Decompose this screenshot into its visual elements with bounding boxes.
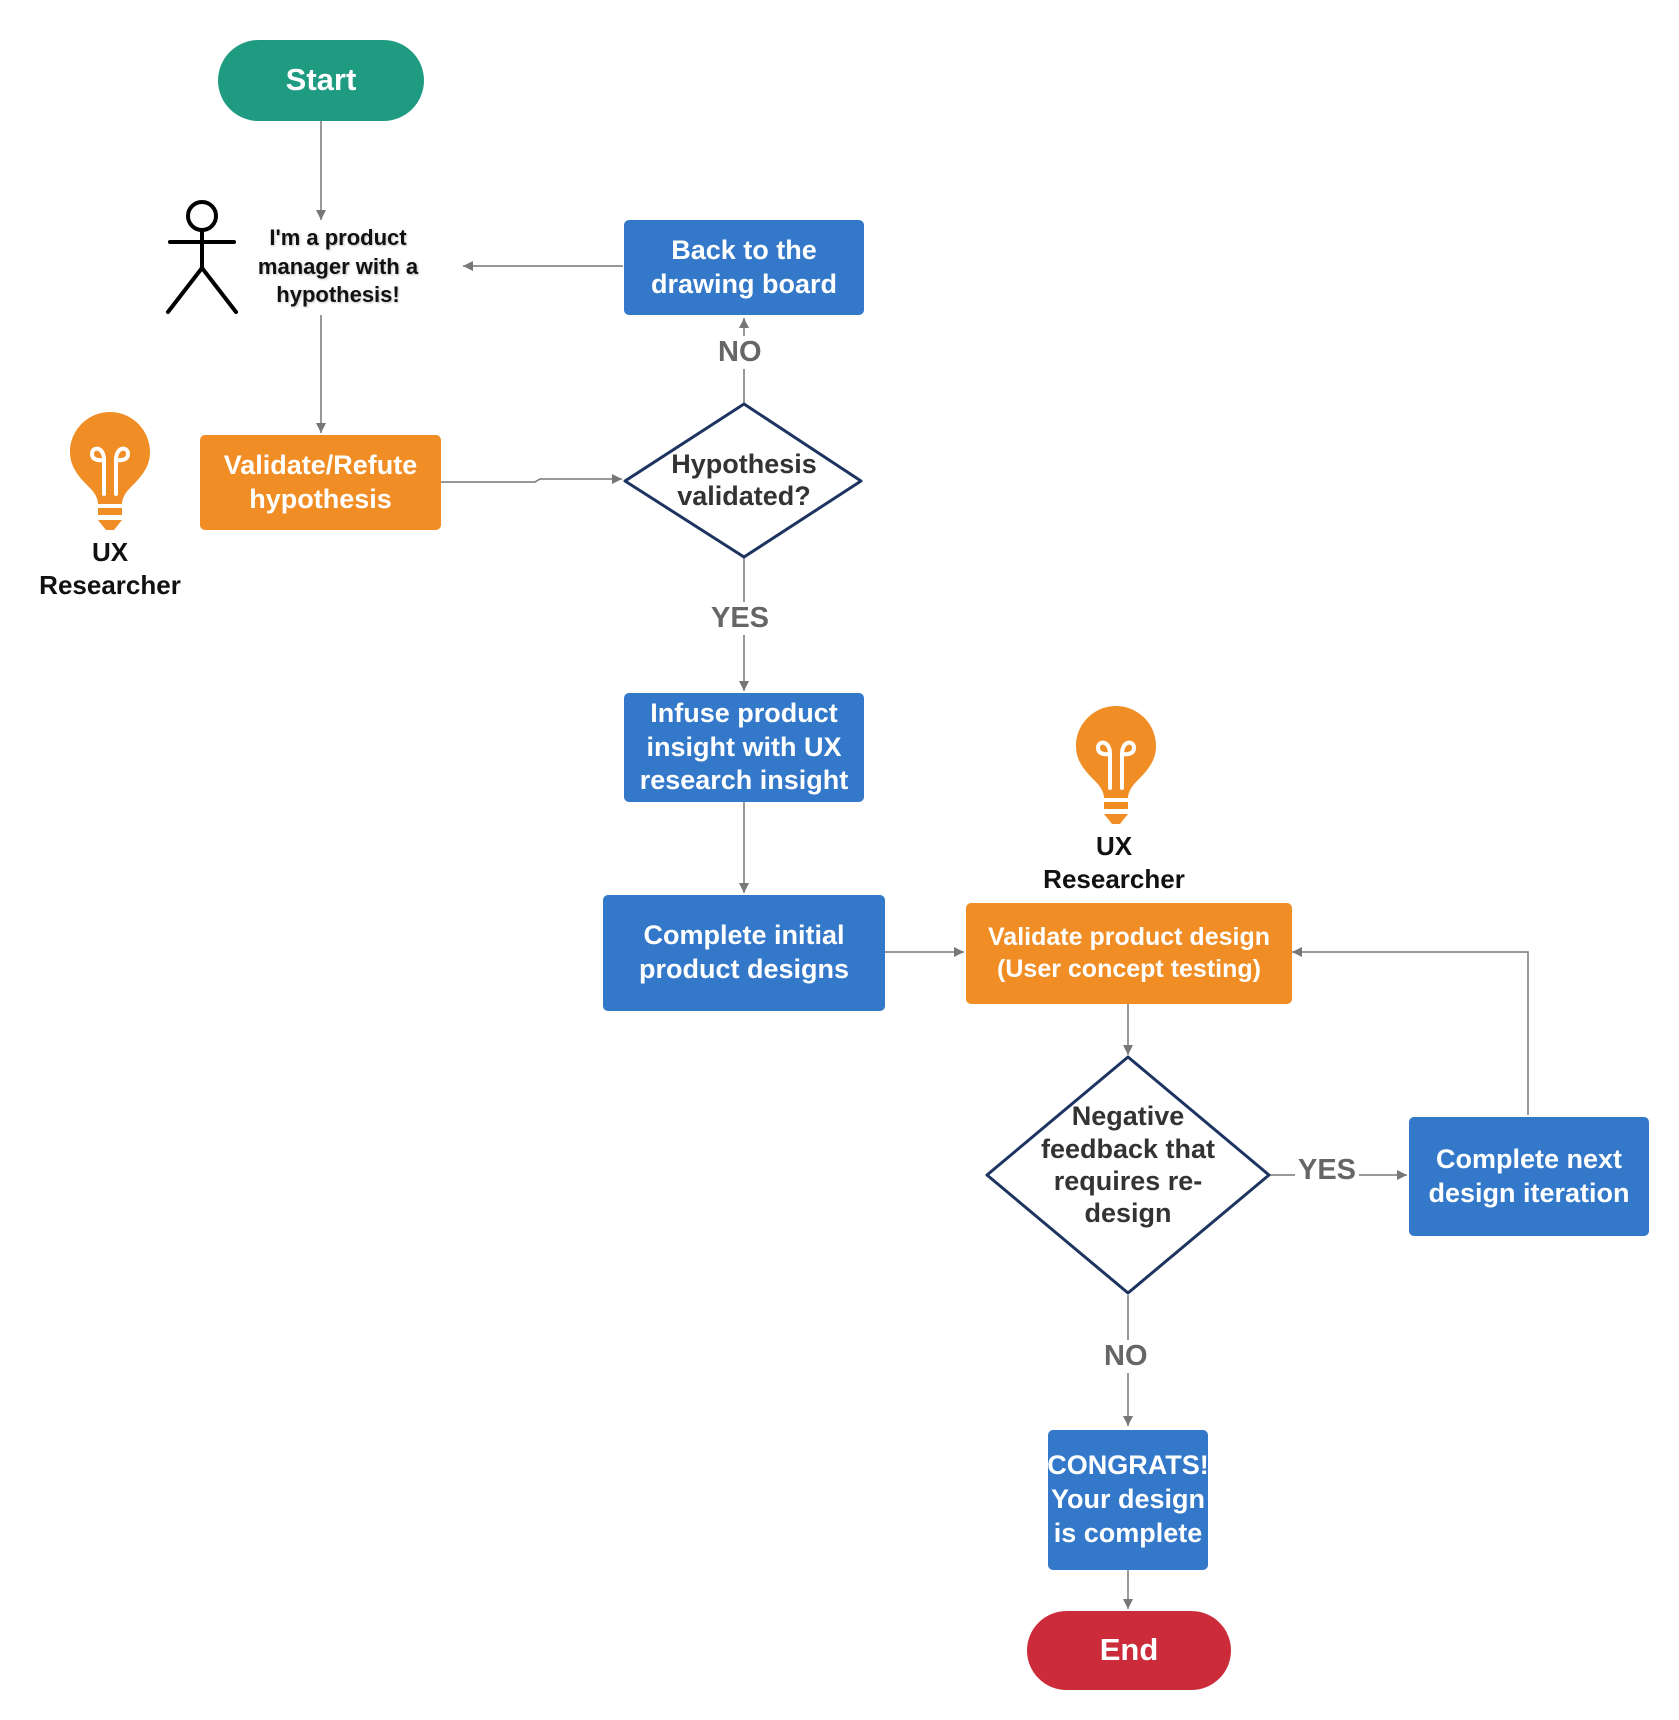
end-label: End [1099,1632,1159,1668]
hypothesis-diamond [623,402,863,559]
complete-next-iteration-node: Complete next design iteration [1409,1117,1649,1236]
stick-figure-icon [166,200,238,314]
infuse-insight-node: Infuse product insight with UX research … [624,693,864,802]
product-manager-text: I'm a product manager with a hypothesis! [257,225,419,308]
ux-researcher-label-1: UX Researcher [39,537,181,600]
hypothesis-validated-text: Hypothesis validated? [671,448,817,511]
edge-next-iteration-loop-back [1292,947,1529,1115]
ux-researcher-label-2: UX Researcher [1043,831,1185,894]
feedback-diamond [985,1055,1271,1295]
lightbulb-icon [1076,706,1156,824]
back-to-drawing-board-node: Back to the drawing board [624,220,864,315]
start-node: Start [218,40,424,121]
complete-initial-designs-node: Complete initial product designs [603,895,885,1011]
hypothesis-no-label: NO [715,336,765,369]
edge-validate-to-hypothesis [441,474,622,484]
validate-product-design-node: Validate product design (User concept te… [966,903,1292,1004]
lightbulb-icon [70,412,150,530]
end-node: End [1027,1611,1231,1690]
start-label: Start [285,62,357,98]
congrats-node: CONGRATS! Your design is complete [1047,1430,1209,1570]
feedback-no-label: NO [1101,1340,1151,1373]
feedback-yes-label: YES [1295,1154,1360,1187]
validate-hypothesis-node: Validate/Refute hypothesis [200,435,441,530]
negative-feedback-text: Negative feedback that requires re-desig… [1040,1101,1216,1229]
hypothesis-yes-label: YES [708,602,773,635]
